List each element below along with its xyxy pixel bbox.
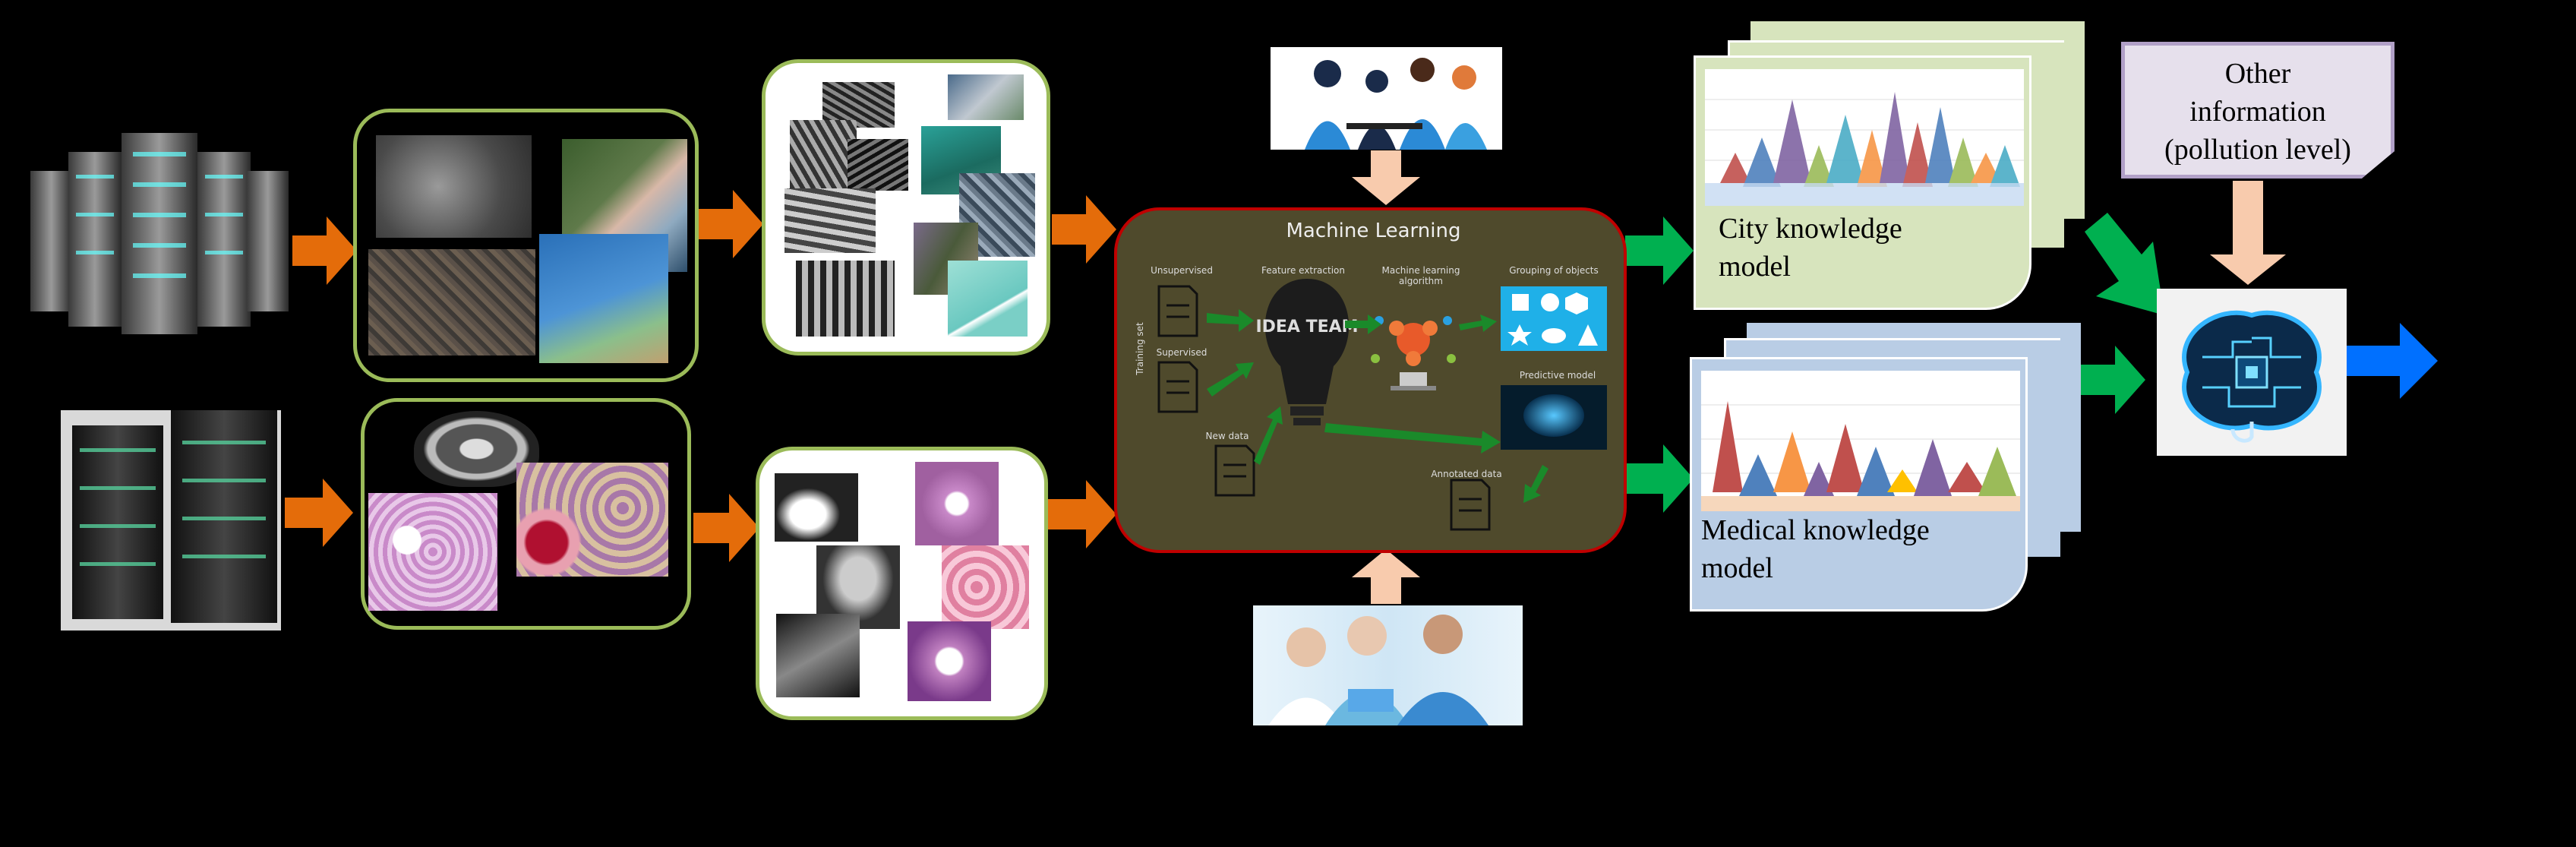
ml-predictive-label: Predictive model: [1519, 370, 1596, 381]
medical-tile-6: [908, 621, 991, 701]
arrow-city-images-to-tiles: [697, 190, 763, 258]
medical-3d-chart: [1701, 371, 2020, 511]
arrow-other-info-to-brain: [2210, 181, 2286, 285]
medical-tile-4: [915, 462, 999, 545]
arrow-city-model-to-brain: [2085, 213, 2164, 315]
city-knowledge-model: City knowledge model: [1694, 21, 2088, 310]
server-cluster-icon: [30, 133, 289, 334]
medical-images-panel: [361, 398, 691, 630]
arrow-team-to-ml: [1352, 150, 1420, 205]
annotated-doc-icon: [1450, 479, 1491, 531]
document-icons: [1157, 285, 1491, 531]
city-tile-10: [948, 261, 1028, 337]
ai-brain-chip: [2157, 289, 2347, 456]
other-information-note: Other information (pollution level): [2121, 42, 2394, 179]
arrow-medical-model-to-brain: [2077, 346, 2145, 414]
ai-brain-icon: [2182, 310, 2322, 443]
doctors-photo: [1253, 605, 1523, 725]
satellite-image-bay: [539, 234, 668, 363]
ml-feature-extraction-label: Feature extraction: [1261, 265, 1345, 276]
ml-supervised-label: Supervised: [1156, 347, 1208, 358]
arrow-city-tiles-to-ml: [1052, 195, 1116, 264]
new-data-doc-icon: [1214, 444, 1255, 497]
server-rack-icon: [61, 410, 281, 631]
arrow-ml-to-city-model: [1625, 216, 1694, 285]
ml-annotated-label: Annotated data: [1431, 469, 1502, 479]
doctors-illustration: [1268, 615, 1488, 725]
arrow-rack-to-medical-images: [285, 479, 353, 547]
lightbulb-icon: IDEA TEAM: [1255, 279, 1359, 425]
ml-algorithm-network-icon: [1371, 316, 1456, 390]
ml-grouping-label: Grouping of objects: [1509, 265, 1599, 276]
medical-tile-5: [942, 545, 1029, 629]
output-arrow: [2347, 323, 2438, 399]
city-3d-chart: [1705, 69, 2024, 206]
histology-image-1: [368, 493, 497, 611]
satellite-image-urban: [368, 249, 535, 356]
ml-unsupervised-label: Unsupervised: [1151, 265, 1213, 276]
green-arrows: [1625, 213, 2164, 513]
peach-arrows: [1352, 150, 2286, 604]
arrow-doctors-to-ml: [1352, 549, 1420, 604]
ml-algorithm-label: Machine learning algorithm: [1381, 265, 1460, 286]
city-knowledge-label: City knowledge model: [1719, 213, 1902, 283]
medical-knowledge-model: Medical knowledge model: [1690, 323, 2085, 615]
medical-tile-3: [776, 614, 860, 697]
ml-workflow-graphic: IDEA TEAM: [1157, 279, 1607, 531]
word-cloud-text: IDEA TEAM: [1255, 318, 1358, 337]
arrow-server-to-city-images: [292, 216, 357, 285]
city-tile-5: [796, 261, 895, 337]
medical-knowledge-label: Medical knowledge model: [1701, 514, 1930, 584]
arrow-ml-to-medical-model: [1625, 444, 1694, 513]
other-information-text: Other information (pollution level): [2164, 58, 2351, 166]
arrow-medical-images-to-tiles: [693, 494, 759, 562]
machine-learning-panel: Machine Learning Training set Unsupervis…: [1114, 207, 1627, 553]
satellite-image-grayscale: [376, 135, 532, 238]
city-tile-2: [790, 120, 857, 188]
city-tile-6: [948, 74, 1024, 120]
arrow-medical-tiles-to-ml: [1048, 480, 1116, 548]
team-illustration: [1305, 58, 1487, 150]
unsupervised-doc-icon: [1157, 285, 1198, 337]
grouping-objects-panel: [1501, 286, 1607, 351]
city-tile-4: [784, 188, 876, 253]
ml-new-data-label: New data: [1205, 431, 1249, 441]
satellite-images-panel: [353, 109, 699, 382]
city-page-front: City knowledge model: [1694, 55, 2031, 310]
ml-title: Machine Learning: [1286, 220, 1461, 242]
predictive-brain-icon: [1501, 385, 1607, 450]
histology-image-2: [516, 463, 668, 577]
team-photo: [1271, 47, 1502, 150]
medical-tile-1: [775, 473, 858, 542]
medical-page-front: Medical knowledge model: [1690, 357, 2028, 612]
supervised-doc-icon: [1157, 361, 1198, 413]
medical-tiles-panel: [756, 447, 1048, 720]
orange-arrows: [285, 190, 1116, 562]
city-tiles-panel: [762, 59, 1050, 356]
city-tile-3: [848, 139, 908, 191]
ml-flow-arrows: [1207, 309, 1548, 503]
